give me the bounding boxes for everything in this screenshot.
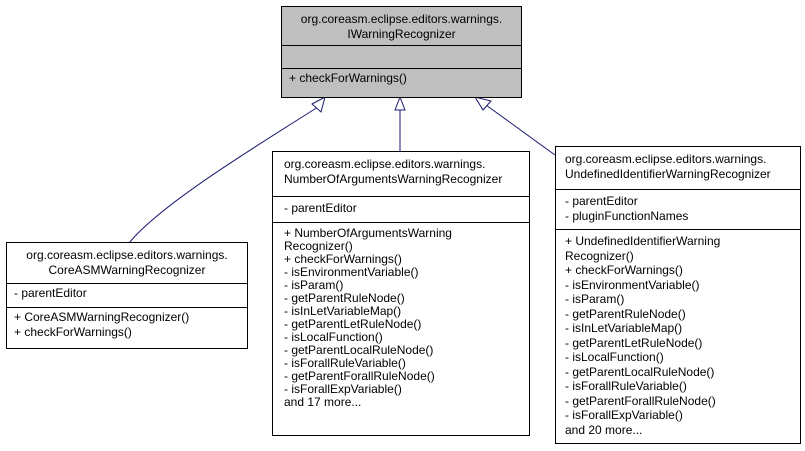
method-item: - isParam() [284, 278, 344, 292]
method-item: - getParentRuleNode() [284, 291, 405, 305]
class-name-line: org.coreasm.eclipse.editors.warnings. [565, 152, 767, 166]
method-item: Recognizer() [284, 239, 353, 253]
class-name-line: org.coreasm.eclipse.editors.warnings. [300, 12, 503, 26]
class-iwarningrecognizer: org.coreasm.eclipse.editors.warnings. IW… [281, 6, 522, 98]
edge-coreasm-to-interface [128, 106, 319, 244]
more-methods-note: and 20 more... [565, 422, 643, 437]
method-item: + checkForWarnings() [565, 263, 683, 277]
method-item: - isInLetVariableMap() [284, 304, 402, 318]
methods-section: + UndefinedIdentifierWarning Recognizer(… [556, 229, 800, 439]
method-item: - isForallRuleVariable() [284, 356, 406, 370]
methods-section: + checkForWarnings() [282, 68, 521, 88]
method-item: - getParentLocalRuleNode() [565, 364, 715, 379]
attribute-item: - parentEditor [284, 201, 357, 215]
method-item: + CoreASMWarningRecognizer() [14, 310, 190, 324]
method-item: - getParentLetRuleNode() [284, 317, 422, 331]
edge-undefined-to-interface [485, 104, 556, 156]
class-title: org.coreasm.eclipse.editors.warnings. Nu… [273, 152, 529, 196]
class-name-line: org.coreasm.eclipse.editors.warnings. [26, 248, 228, 262]
attributes-section: - parentEditor [273, 196, 529, 222]
class-numberofargumentswarningrecognizer: org.coreasm.eclipse.editors.warnings. Nu… [272, 151, 530, 436]
arrowhead-coreasm [311, 96, 326, 113]
method-item: - isLocalFunction() [565, 350, 664, 364]
arrowhead-undefined [473, 96, 492, 111]
attributes-section: - parentEditor - pluginFunctionNames [556, 189, 800, 229]
attribute-item: - pluginFunctionNames [565, 209, 689, 223]
methods-section: + NumberOfArgumentsWarning Recognizer() … [273, 222, 529, 411]
attribute-item: - parentEditor [565, 194, 638, 208]
method-item: - isForallRuleVariable() [565, 379, 687, 393]
method-item: - isLocalFunction() [284, 330, 383, 344]
class-name-line: IWarningRecognizer [347, 27, 456, 41]
method-item: + UndefinedIdentifierWarning [565, 234, 721, 248]
class-title: org.coreasm.eclipse.editors.warnings. Un… [556, 147, 800, 189]
method-item: - isParam() [565, 292, 625, 306]
method-item: - getParentRuleNode() [565, 306, 686, 321]
class-name-line: CoreASMWarningRecognizer [48, 263, 206, 277]
method-item: - getParentLocalRuleNode() [284, 343, 434, 357]
method-item: + NumberOfArgumentsWarning [284, 226, 452, 240]
method-item: - getParentLetRuleNode() [565, 335, 703, 350]
attributes-section: - parentEditor [7, 283, 247, 307]
attributes-section [282, 45, 521, 68]
class-title: org.coreasm.eclipse.editors.warnings. Co… [7, 243, 247, 283]
class-title: org.coreasm.eclipse.editors.warnings. IW… [282, 7, 521, 45]
class-undefinedidentifierwarningrecognizer: org.coreasm.eclipse.editors.warnings. Un… [555, 146, 801, 444]
method-item: + checkForWarnings() [14, 325, 132, 339]
class-name-line: UndefinedIdentifierWarningRecognizer [565, 167, 771, 181]
methods-section: + CoreASMWarningRecognizer() + checkForW… [7, 307, 247, 342]
class-coreasmwarningrecognizer: org.coreasm.eclipse.editors.warnings. Co… [6, 242, 248, 349]
method-item: - getParentForallRuleNode() [565, 393, 716, 408]
method-item: Recognizer() [565, 248, 634, 263]
method-item: - isForallExpVariable() [284, 382, 402, 396]
method-item: - isInLetVariableMap() [565, 321, 683, 335]
more-methods-note: and 17 more... [284, 395, 362, 409]
method-item: - getParentForallRuleNode() [284, 369, 435, 383]
method-item: + checkForWarnings() [289, 71, 407, 85]
class-name-line: org.coreasm.eclipse.editors.warnings. [284, 157, 486, 171]
class-name-line: NumberOfArgumentsWarningRecognizer [284, 172, 503, 186]
method-item: + checkForWarnings() [284, 252, 402, 266]
attribute-item: - parentEditor [14, 286, 87, 300]
method-item: - isForallExpVariable() [565, 408, 683, 422]
method-item: - isEnvironmentVariable() [284, 265, 419, 279]
arrowhead-numberofargs [394, 95, 406, 111]
method-item: - isEnvironmentVariable() [565, 277, 700, 292]
